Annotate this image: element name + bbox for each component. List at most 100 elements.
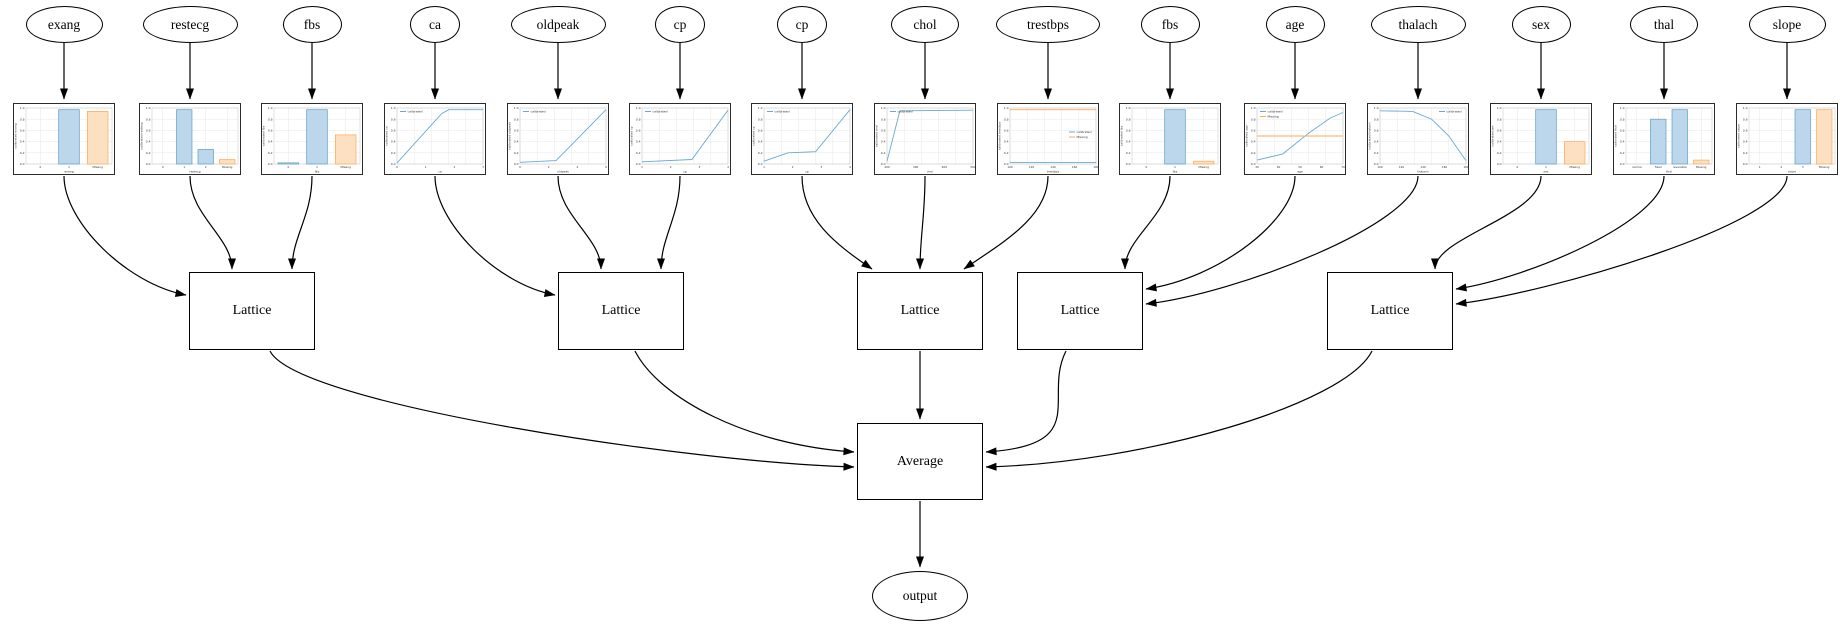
svg-text:0.0: 0.0 xyxy=(268,162,273,166)
chart-ylabel: calibrated ca xyxy=(385,126,389,146)
feature-label: thalach xyxy=(1398,16,1438,32)
svg-text:1: 1 xyxy=(425,165,427,169)
svg-text:1.0: 1.0 xyxy=(881,106,886,110)
svg-text:0.6: 0.6 xyxy=(514,129,519,133)
svg-text:50: 50 xyxy=(1298,165,1302,169)
svg-text:Missing: Missing xyxy=(1077,135,1088,139)
feature-node-5-cp: cp xyxy=(655,6,705,43)
svg-text:0.2: 0.2 xyxy=(146,151,151,155)
svg-text:0.6: 0.6 xyxy=(1004,129,1009,133)
feature-label: slope xyxy=(1772,16,1802,32)
svg-text:0.0: 0.0 xyxy=(1004,162,1009,166)
svg-text:30: 30 xyxy=(1255,165,1259,169)
chart-xlabel: chol xyxy=(927,170,933,174)
feature-node-10-age: age xyxy=(1265,6,1325,43)
svg-text:Missing: Missing xyxy=(222,165,233,169)
svg-text:calibrated: calibrated xyxy=(408,110,423,114)
feature-node-9-fbs: fbs xyxy=(1140,6,1200,43)
feature-node-1-restecg: restecg xyxy=(142,6,238,43)
svg-text:0.0: 0.0 xyxy=(758,162,763,166)
svg-text:60: 60 xyxy=(1320,165,1324,169)
svg-text:0.4: 0.4 xyxy=(1374,140,1379,144)
svg-text:1: 1 xyxy=(316,165,318,169)
svg-text:0.6: 0.6 xyxy=(20,129,25,133)
svg-text:120: 120 xyxy=(1029,165,1035,169)
svg-text:reversible: reversible xyxy=(1673,165,1687,169)
svg-text:0.2: 0.2 xyxy=(636,151,641,155)
feature-label: sex xyxy=(1532,16,1550,32)
edge-arrow xyxy=(801,175,873,270)
lattice-node-2: Lattice xyxy=(558,272,684,350)
svg-text:4: 4 xyxy=(727,165,729,169)
edge-arrow xyxy=(1145,175,1419,307)
edge-arrow xyxy=(189,175,236,270)
svg-text:0.2: 0.2 xyxy=(1004,151,1009,155)
chart-xlabel: fbs xyxy=(315,170,320,174)
average-node: Average xyxy=(857,423,983,500)
svg-text:120: 120 xyxy=(1399,165,1405,169)
chart-xlabel: slope xyxy=(1788,170,1796,174)
svg-text:1.0: 1.0 xyxy=(1497,106,1502,110)
edge-arrow xyxy=(1145,175,1296,292)
svg-text:1.0: 1.0 xyxy=(514,106,519,110)
svg-text:1.0: 1.0 xyxy=(1126,106,1131,110)
svg-text:100: 100 xyxy=(1377,165,1383,169)
svg-text:normal: normal xyxy=(1632,165,1642,169)
lattice-label: Lattice xyxy=(232,303,272,318)
svg-text:0.4: 0.4 xyxy=(391,140,396,144)
chart-xlabel: oldpeak xyxy=(557,170,569,174)
svg-text:0.0: 0.0 xyxy=(1497,162,1502,166)
svg-text:Missing: Missing xyxy=(1569,165,1580,169)
svg-text:calibrated: calibrated xyxy=(898,110,913,114)
svg-text:0.6: 0.6 xyxy=(881,129,886,133)
svg-text:0: 0 xyxy=(519,165,521,169)
chart-xlabel: fbs xyxy=(1173,170,1178,174)
feature-node-6-cp: cp xyxy=(777,6,827,43)
svg-text:0.2: 0.2 xyxy=(1251,151,1256,155)
svg-text:0.4: 0.4 xyxy=(1497,140,1502,144)
svg-text:0.2: 0.2 xyxy=(1620,151,1625,155)
svg-text:0.6: 0.6 xyxy=(1251,129,1256,133)
lattice-node-3: Lattice xyxy=(857,272,983,350)
svg-text:2: 2 xyxy=(670,165,672,169)
lattice-node-5: Lattice xyxy=(1327,272,1453,350)
svg-text:0.8: 0.8 xyxy=(1374,117,1379,121)
lattice-label: Lattice xyxy=(1060,303,1100,318)
svg-text:180: 180 xyxy=(1463,165,1469,169)
edge-arrow xyxy=(657,175,681,270)
chart-xlabel: thalach xyxy=(1417,170,1428,174)
chart-xlabel: cp xyxy=(683,170,687,174)
feature-label: fbs xyxy=(1161,16,1179,32)
svg-text:0.6: 0.6 xyxy=(146,129,151,133)
svg-text:0.6: 0.6 xyxy=(758,129,763,133)
svg-text:0.4: 0.4 xyxy=(1004,140,1009,144)
chart-ylabel: calibrated age xyxy=(1245,125,1249,147)
svg-text:1: 1 xyxy=(1545,165,1547,169)
svg-text:0.6: 0.6 xyxy=(391,129,396,133)
svg-text:3: 3 xyxy=(1802,165,1804,169)
svg-text:4: 4 xyxy=(849,165,851,169)
svg-text:Missing: Missing xyxy=(1696,165,1707,169)
svg-text:Missing: Missing xyxy=(340,165,351,169)
svg-text:fixed: fixed xyxy=(1655,165,1662,169)
svg-text:1: 1 xyxy=(68,165,70,169)
svg-text:1: 1 xyxy=(641,165,643,169)
svg-text:1.0: 1.0 xyxy=(268,106,273,110)
chart-ylabel: calibrated exang xyxy=(14,123,18,148)
svg-text:0.0: 0.0 xyxy=(1374,162,1379,166)
svg-text:0: 0 xyxy=(396,165,398,169)
feature-node-7-chol: chol xyxy=(891,6,959,43)
chart-ylabel: calibrated thal xyxy=(1614,125,1618,147)
feature-node-4-oldpeak: oldpeak xyxy=(510,6,606,43)
svg-text:0.2: 0.2 xyxy=(1374,151,1379,155)
svg-text:300: 300 xyxy=(913,165,919,169)
svg-text:0.0: 0.0 xyxy=(391,162,396,166)
